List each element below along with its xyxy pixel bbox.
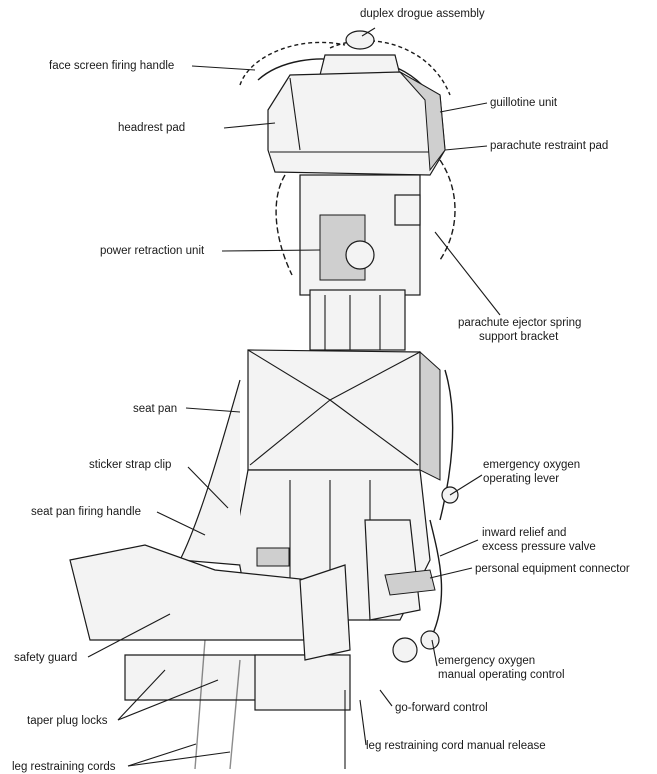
label-personal-equipment-connector: personal equipment connector xyxy=(475,563,630,575)
label-parachute-restraint-pad: parachute restraint pad xyxy=(490,140,609,152)
drogue-assembly xyxy=(319,30,401,76)
center-column xyxy=(299,174,421,351)
label-ejector-spring-line2: support bracket xyxy=(479,331,559,343)
label-leg-cord-manual-release: leg restraining cord manual release xyxy=(366,740,546,752)
label-seat-pan: seat pan xyxy=(133,403,178,415)
label-power-retraction-unit: power retraction unit xyxy=(100,245,205,257)
headrest-shape xyxy=(267,71,446,176)
label-emergency-oxygen-lever-line1: emergency oxygen xyxy=(483,459,581,471)
label-inward-relief-line2: excess pressure valve xyxy=(482,541,596,553)
label-taper-plug-locks: taper plug locks xyxy=(27,715,108,727)
label-face-screen-handle: face screen firing handle xyxy=(49,60,175,72)
label-go-forward-control: go-forward control xyxy=(395,702,488,714)
label-seat-pan-firing-handle: seat pan firing handle xyxy=(31,506,141,518)
seat-back xyxy=(247,349,441,481)
label-emergency-oxygen-manual-line1: emergency oxygen xyxy=(438,655,536,667)
label-sticker-strap-clip: sticker strap clip xyxy=(89,459,172,471)
label-headrest-pad: headrest pad xyxy=(118,122,186,134)
label-ejector-spring-line1: parachute ejector spring xyxy=(458,317,582,329)
label-emergency-oxygen-manual-line2: manual operating control xyxy=(438,669,565,681)
label-inward-relief-line1: inward relief and xyxy=(482,527,567,539)
seat-front xyxy=(69,519,436,711)
label-leg-restraining-cords: leg restraining cords xyxy=(12,761,116,773)
leader-lines xyxy=(87,27,501,767)
label-emergency-oxygen-lever-line2: operating lever xyxy=(483,473,560,485)
label-duplex-drogue: duplex drogue assembly xyxy=(360,8,485,20)
label-safety-guard: safety guard xyxy=(14,652,78,664)
label-guillotine-unit: guillotine unit xyxy=(490,97,558,109)
